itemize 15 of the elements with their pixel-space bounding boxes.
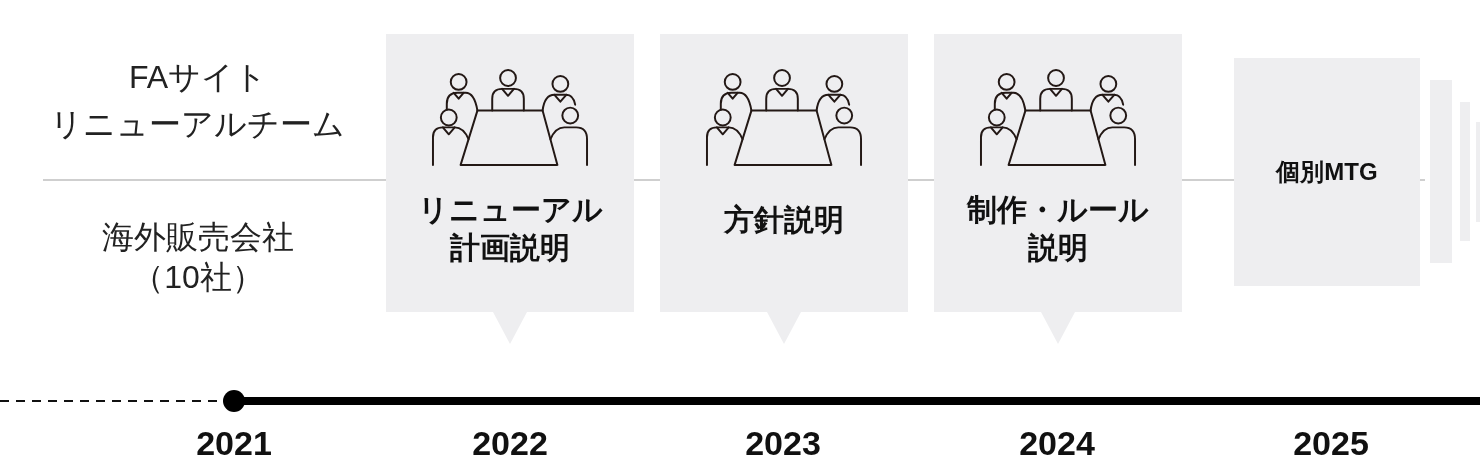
year-label: 2022	[472, 423, 548, 463]
callout-box	[934, 34, 1182, 344]
year-label: 2023	[745, 423, 821, 463]
callout-box	[386, 34, 634, 344]
row-label: FAサイトリニューアルチーム	[49, 58, 347, 144]
year-label: 2021	[196, 423, 272, 463]
row-label: 海外販売会社（10社）	[101, 218, 295, 297]
callout-text: 制作・ルール説明	[965, 192, 1150, 266]
year-label: 2024	[1019, 423, 1095, 463]
event-box	[1234, 58, 1420, 286]
callout-text: リニューアル計画説明	[416, 192, 604, 266]
event-text: 個別MTG	[1276, 157, 1378, 187]
callout-text: 方針説明	[724, 202, 844, 238]
year-label: 2025	[1293, 423, 1369, 463]
callout-box	[660, 34, 908, 344]
